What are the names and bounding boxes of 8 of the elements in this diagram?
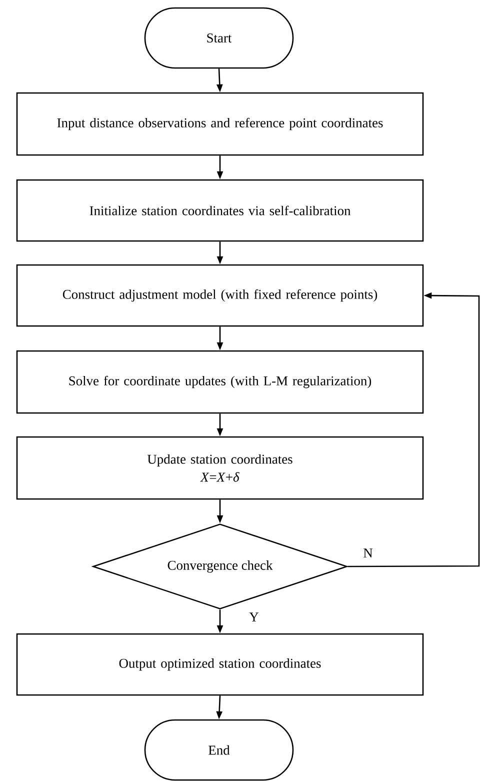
process-box: Construct adjustment model (with fixed reference points) — [16, 264, 424, 327]
process-box: Output optimized station coordinates — [16, 633, 424, 696]
edge-label: Y — [248, 612, 260, 622]
process-box: Update station coordinates X=X+δ — [16, 436, 424, 500]
process-box: Input distance observations and reference point coordinates — [16, 92, 424, 156]
process-box: Initialize station coordinates via self-calibration — [16, 179, 424, 242]
process-box: Solve for coordinate updates (with L-M regularization) — [16, 350, 424, 414]
edge-label: N — [362, 548, 374, 558]
